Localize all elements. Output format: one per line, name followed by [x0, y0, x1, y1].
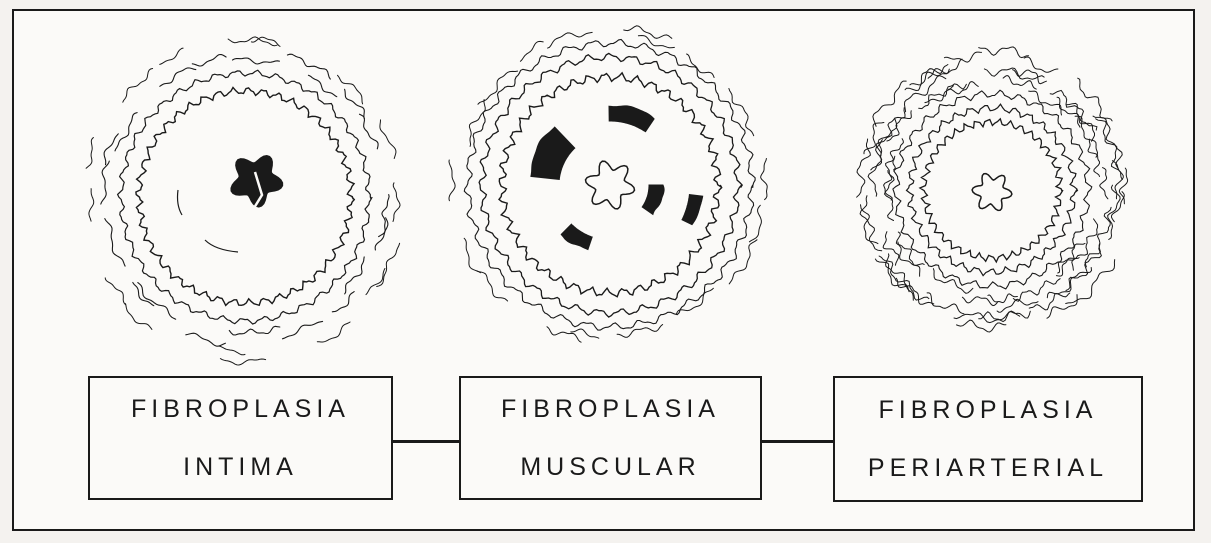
periarterial-fiber [979, 311, 1031, 321]
intimal-streak [205, 240, 238, 252]
adventitia-fiber [220, 359, 265, 365]
adventitia-fiber [380, 120, 396, 159]
periarterial-fiber [1100, 168, 1108, 199]
adventitia-fiber [571, 329, 599, 338]
adventitia-fiber [379, 195, 390, 237]
stage-subtitle: MUSCULAR [520, 438, 700, 496]
adventitia-fiber [105, 278, 126, 305]
periarterial-fiber [910, 65, 948, 85]
adventitia-fiber [377, 243, 400, 286]
internal-elastic-lamina [920, 119, 1063, 262]
adventitia-fiber [126, 304, 152, 330]
periarterial-fiber [1093, 116, 1122, 169]
adventitia-fiber [160, 68, 196, 86]
periarterial-fiber [957, 320, 1006, 332]
adventitia-fiber [101, 161, 110, 204]
stage-box-muscular: FIBROPLASIA MUSCULAR [459, 376, 762, 500]
adventitia-fiber [449, 160, 455, 201]
adventitia-fiber [360, 114, 379, 149]
lumen [972, 174, 1012, 211]
periarterial-fiber [1056, 258, 1079, 277]
muscle-aneurysm [642, 185, 664, 214]
adventitia-fiber [393, 183, 400, 222]
adventitia-fiber [676, 288, 713, 314]
adventitia-fiber [308, 75, 336, 96]
periarterial-fiber [1112, 161, 1123, 199]
adventitia-fiber [375, 218, 388, 250]
stage-title: FIBROPLASIA [879, 381, 1098, 439]
periarterial-fiber [984, 68, 1044, 79]
intimal-streak [178, 190, 183, 215]
adventitia-fiber [123, 69, 153, 103]
stage-title: FIBROPLASIA [501, 380, 720, 438]
adventitia-fiber [283, 321, 323, 338]
periarterial-fiber [979, 47, 1029, 58]
adventitia-fiber [366, 269, 385, 295]
muscle-aneurysm [682, 195, 703, 225]
lumen [586, 161, 635, 209]
periarterial-fiber [896, 278, 934, 304]
adventitia-fiber [624, 26, 672, 39]
stage-title: FIBROPLASIA [131, 380, 350, 438]
stage-subtitle: PERIARTERIAL [868, 439, 1108, 497]
periarterial-fiber [933, 269, 973, 294]
periarterial-fiber [857, 139, 871, 197]
periarterial-fiber [928, 59, 962, 78]
adventitia-fiber [729, 240, 757, 284]
periarterial-fiber [905, 69, 949, 90]
adventitia-fiber [186, 333, 226, 346]
periarterial-fiber [1050, 90, 1097, 130]
artery-periarterial-illustration [857, 47, 1128, 332]
adventitia-fiber [547, 327, 581, 343]
periarterial-fiber [944, 52, 981, 62]
adventitia-fiber [105, 219, 125, 267]
periarterial-fiber [1088, 139, 1100, 176]
periarterial-fiber [883, 232, 899, 266]
media-wavy-ring [479, 53, 742, 317]
stage-subtitle: INTIMA [183, 438, 298, 496]
adventitia-fiber [160, 48, 183, 64]
adventitia-fiber [761, 159, 768, 200]
stage-box-periarterial: FIBROPLASIA PERIARTERIAL [833, 376, 1143, 502]
adventitia-fiber [233, 58, 280, 64]
adventitia-fiber [464, 238, 480, 272]
adventitia-fiber [617, 325, 663, 338]
adventitia-fiber [229, 326, 279, 335]
adventitia-fiber [192, 55, 226, 67]
periarterial-fiber [860, 196, 882, 251]
artery-intima-illustration [86, 37, 400, 365]
periarterial-fiber [1047, 295, 1077, 319]
adventitia-fiber [89, 189, 94, 222]
artery-muscular-illustration [449, 26, 767, 342]
muscle-aneurysm [531, 127, 575, 179]
periarterial-fiber [875, 259, 913, 300]
adventitia-fiber [317, 322, 350, 342]
periarterial-fiber [1013, 70, 1047, 84]
muscle-aneurysm [561, 224, 592, 250]
adventitia-fiber [345, 257, 365, 294]
adventitia-fiber [338, 75, 363, 104]
adventitia-fiber [228, 37, 277, 46]
adventitia-fiber [220, 346, 246, 355]
periarterial-fiber [948, 82, 978, 94]
media-wavy-ring [118, 70, 373, 324]
media-wavy-ring [907, 104, 1078, 275]
periarterial-fiber [1066, 244, 1101, 291]
adventitia-fiber [86, 138, 93, 169]
muscle-aneurysm [609, 106, 654, 132]
adventitia-fiber [332, 292, 354, 312]
periarterial-fiber [873, 81, 906, 126]
adventitia-fiber [687, 54, 715, 78]
adventitia-fiber [638, 36, 674, 48]
adventitia-fiber [469, 100, 485, 147]
media-wavy-ring [464, 40, 755, 331]
adventitia-fiber [345, 89, 365, 118]
connector-line-1 [392, 440, 460, 443]
periarterial-fiber [898, 242, 920, 276]
periarterial-fiber [1029, 293, 1070, 310]
periarterial-fiber [1108, 185, 1120, 239]
connector-line-2 [760, 440, 834, 443]
internal-elastic-lamina [136, 88, 354, 306]
stage-box-intima: FIBROPLASIA INTIMA [88, 376, 393, 500]
